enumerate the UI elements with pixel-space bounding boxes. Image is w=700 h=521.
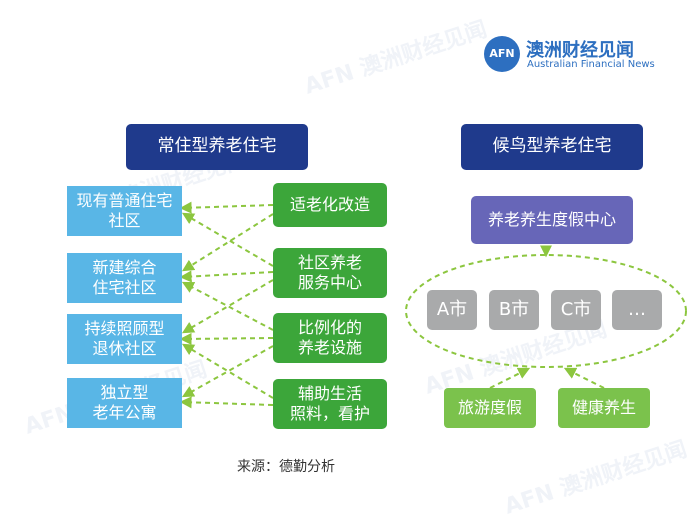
logo-text: AFN (489, 47, 515, 61)
afn-logo-icon: AFN (484, 36, 520, 72)
activity-box: 健康养生 (558, 388, 650, 428)
arrow-service1-community1 (179, 201, 274, 214)
resort-center-box: 养老养生度假中心 (471, 196, 633, 244)
resident-housing-title: 常住型养老住宅 (126, 124, 308, 170)
service-text: 养老设施 (297, 338, 362, 357)
community-text: 独立型 (100, 383, 149, 402)
community-box: 现有普通住宅社区 (67, 186, 182, 236)
community-box: 新建综合住宅社区 (67, 253, 182, 303)
community-box: 独立型老年公寓 (67, 378, 182, 428)
migratory-housing-title: 候鸟型养老住宅 (461, 124, 643, 170)
arrow-service2-community1 (181, 212, 274, 267)
service-text: 社区养老 (297, 253, 362, 272)
connector-layer (179, 201, 687, 409)
arrow-service2-community2 (179, 270, 274, 283)
arrow-service4-community4 (179, 396, 274, 409)
community-text: 退休社区 (92, 339, 157, 358)
community-text: 社区 (108, 211, 141, 230)
service-text: 适老化改造 (289, 195, 370, 214)
cities-ellipse (405, 254, 687, 368)
arrow-service2-community3 (181, 279, 274, 334)
arrow-service3-community4 (181, 345, 274, 398)
city-box: A市 (427, 290, 477, 330)
service-box: 适老化改造 (273, 183, 387, 227)
activity-box: 旅游度假 (444, 388, 536, 428)
arrow-service4-community3 (181, 343, 274, 399)
city-box: … (612, 290, 662, 330)
community-text: 住宅社区 (92, 278, 157, 297)
service-box: 辅助生活照料，看护 (273, 379, 387, 429)
brand-logo: AFN 澳洲财经见闻 Australian Financial News (484, 36, 684, 76)
service-text: 比例化的 (297, 318, 362, 337)
service-text: 辅助生活 (297, 384, 362, 403)
brand-name: 澳洲财经见闻 (526, 40, 634, 61)
service-box: 比例化的养老设施 (273, 313, 387, 363)
service-text: 服务中心 (297, 273, 362, 292)
brand-subname: Australian Financial News (527, 59, 655, 70)
arrow-travel-cities (489, 367, 531, 389)
source-caption: 来源：德勤分析 (237, 459, 335, 475)
service-text: 照料，看护 (289, 404, 370, 423)
community-text: 老年公寓 (92, 403, 157, 422)
community-text: 持续照顾型 (84, 319, 165, 338)
city-box: C市 (551, 290, 601, 330)
city-box: B市 (489, 290, 539, 330)
community-text: 新建综合 (92, 258, 157, 277)
community-text: 现有普通住宅 (76, 191, 173, 210)
community-box: 持续照顾型退休社区 (67, 314, 182, 364)
arrow-health-cities (563, 367, 605, 389)
service-box: 社区养老服务中心 (273, 248, 387, 298)
arrow-service1-community2 (181, 213, 274, 272)
arrow-service3-community3 (179, 332, 274, 345)
arrow-service3-community2 (181, 281, 274, 331)
